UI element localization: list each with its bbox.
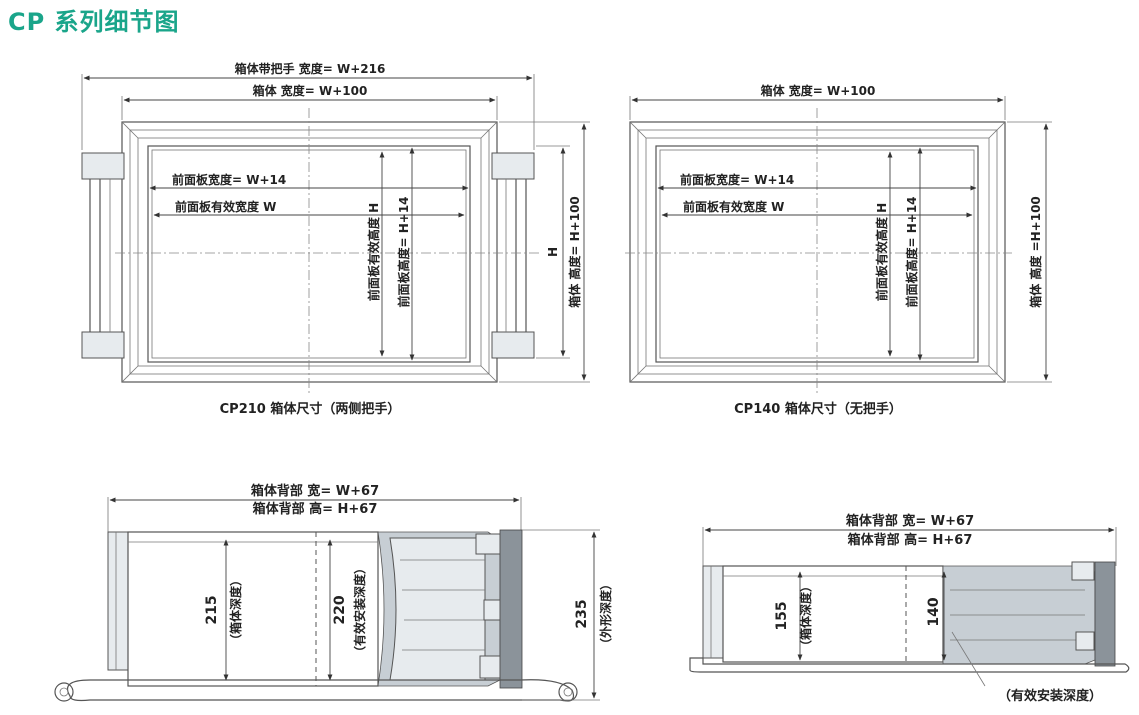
side-view-cp140: 箱体背部 宽= W+67 箱体背部 高= H+67 155 （箱体深度） 140… bbox=[689, 513, 1130, 704]
case-height-h-label: H bbox=[546, 247, 560, 257]
back-height-label: 箱体背部 高= H+67 bbox=[253, 501, 378, 517]
panel-height-label: 前面板高度= H+14 bbox=[904, 196, 919, 307]
back-width-label: 箱体背部 宽= W+67 bbox=[251, 483, 379, 499]
rear-flange bbox=[1094, 561, 1116, 667]
rear-flange bbox=[499, 529, 523, 689]
install-depth-value: 220 bbox=[332, 595, 348, 624]
front-flange bbox=[107, 531, 129, 671]
panel-width-label: 前面板宽度= W+14 bbox=[680, 172, 794, 187]
case-depth-label: （箱体深度） bbox=[228, 574, 243, 646]
panel-height-label: 前面板高度= H+14 bbox=[396, 196, 411, 307]
case-depth-label: （箱体深度） bbox=[798, 580, 813, 652]
panel-width-label: 前面板宽度= W+14 bbox=[172, 172, 286, 187]
left-foot bbox=[54, 682, 74, 702]
install-depth-label: （有效安装深度） bbox=[998, 688, 1102, 704]
back-width-label: 箱体背部 宽= W+67 bbox=[846, 513, 974, 529]
case-width-label: 箱体 宽度= W+100 bbox=[253, 83, 368, 98]
back-height-label: 箱体背部 高= H+67 bbox=[848, 532, 973, 548]
page-title: CP 系列细节图 bbox=[8, 8, 180, 36]
outer-depth-label: （外形深度） bbox=[598, 578, 613, 650]
cp140-caption: CP140 箱体尺寸（无把手） bbox=[734, 401, 902, 417]
panel-effective-width-label: 前面板有效宽度 W bbox=[683, 199, 784, 214]
panel-effective-height-label: 前面板有效高度 H bbox=[874, 203, 889, 301]
panel-effective-height-label: 前面板有效高度 H bbox=[366, 203, 381, 301]
front-view-cp140: 箱体 宽度= W+100 前面板宽度= W+14 前面板有效宽度 W 前面板有效… bbox=[625, 83, 1052, 417]
case-with-handle-width-label: 箱体带把手 宽度= W+216 bbox=[235, 61, 386, 76]
panel-effective-width-label: 前面板有效宽度 W bbox=[175, 199, 276, 214]
case-width-label: 箱体 宽度= W+100 bbox=[761, 83, 876, 98]
case-depth-value: 155 bbox=[774, 601, 790, 630]
case-outline bbox=[121, 121, 498, 383]
case-depth-value: 215 bbox=[204, 595, 220, 624]
case-body bbox=[127, 531, 379, 687]
right-foot bbox=[558, 682, 578, 702]
case-height-label: 箱体 高度= H+100 bbox=[567, 196, 582, 308]
bottom-rail bbox=[66, 679, 575, 702]
left-handle-top bbox=[81, 152, 125, 180]
outer-depth-value: 235 bbox=[574, 599, 590, 628]
right-handle-top bbox=[491, 152, 535, 180]
case-body bbox=[722, 565, 944, 663]
case-height-label: 箱体 高度 =H+100 bbox=[1028, 196, 1043, 308]
left-handle-bottom bbox=[81, 331, 125, 359]
front-view-cp210: 箱体带把手 宽度= W+216 箱体 宽度= W+100 前面板宽度= W+14… bbox=[81, 61, 590, 417]
side-view-cp210: 箱体背部 宽= W+67 箱体背部 高= H+67 215 （箱体深度） 220… bbox=[54, 483, 613, 702]
bottom-rail bbox=[689, 657, 1130, 673]
case-outline bbox=[629, 121, 1006, 383]
front-flange bbox=[702, 565, 724, 659]
install-depth-label: （有效安装深度） bbox=[352, 562, 367, 658]
right-handle-bottom bbox=[491, 331, 535, 359]
cp210-caption: CP210 箱体尺寸（两侧把手） bbox=[220, 401, 401, 417]
install-depth-value: 140 bbox=[926, 597, 942, 626]
leader-line bbox=[951, 631, 986, 687]
